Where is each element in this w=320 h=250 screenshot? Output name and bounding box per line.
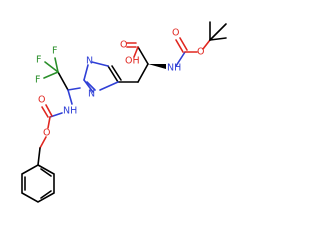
bond-phenyl-ring [21,164,55,203]
bond-imid-c2-n1-double [86,81,96,91]
bond-n-chcf3 [67,87,81,91]
bond-boc-oether-cq [202,39,211,50]
bond-imid-n3-c2 [83,64,89,81]
atom-n-imidazole-1: N [88,89,95,100]
molecule-structure-diagram: O OH NH O O N N F F F NH O O [21,21,227,203]
bond-imid-c4-c5-double [111,65,122,81]
atom-f-1: F [52,46,57,57]
bond-cbz-c-o-double-a [41,106,49,118]
atom-o-boc-ether: O [197,47,204,58]
bond-imid-c2-n1 [83,79,94,93]
bond-boc-c-o-double-a [175,39,184,53]
atom-o-acid-double: O [120,40,127,51]
bond-imid-c4-c5 [107,65,119,83]
atom-o-boc-double: O [172,28,179,39]
atom-f-3: F [35,75,40,86]
bond-imid-c4-n1 [99,81,119,91]
atom-o-cbz-ether: O [43,128,50,139]
bond-phenyl-double-3 [40,168,52,177]
bond-cf3-f3 [43,71,59,79]
bond-phenyl-double-2 [40,190,52,199]
bond-layer [21,21,227,203]
bond-cbz-oether-ch2 [39,136,47,149]
bond-acid-c-oh [133,46,139,58]
bond-cbz-c-o-double-b [45,104,53,117]
atom-oh-acid: OH [125,56,140,67]
bond-cf3-f2 [44,61,59,73]
bond-ch-nh-cbz [67,89,73,105]
bond-boc-c-o-double-b [179,37,188,51]
atom-f-2: F [36,55,41,66]
bond-ch2-phenyl [37,147,41,166]
bond-nh-boc-carbonyl [175,51,186,67]
bond-wedge-alpha-nh [148,64,166,69]
bond-tbu-me2 [209,37,227,41]
atom-n-imidazole-3: N [86,56,93,67]
bond-cbz-c-oether [47,116,51,129]
atom-nh-boc: NH [167,63,181,74]
bond-alpha-ch2 [137,63,149,83]
atom-label-layer: O OH NH O O N N F F F NH O O [35,28,204,139]
bond-cf3-f1 [54,57,59,73]
bond-imid-c5-n3 [91,61,109,67]
bond-acid-c-alpha [137,46,149,65]
bond-tbu-me3 [209,23,227,41]
atom-o-cbz-double: O [38,95,45,106]
bond-ch-cf3 [57,71,69,91]
atom-nh-cbz: NH [63,106,77,117]
